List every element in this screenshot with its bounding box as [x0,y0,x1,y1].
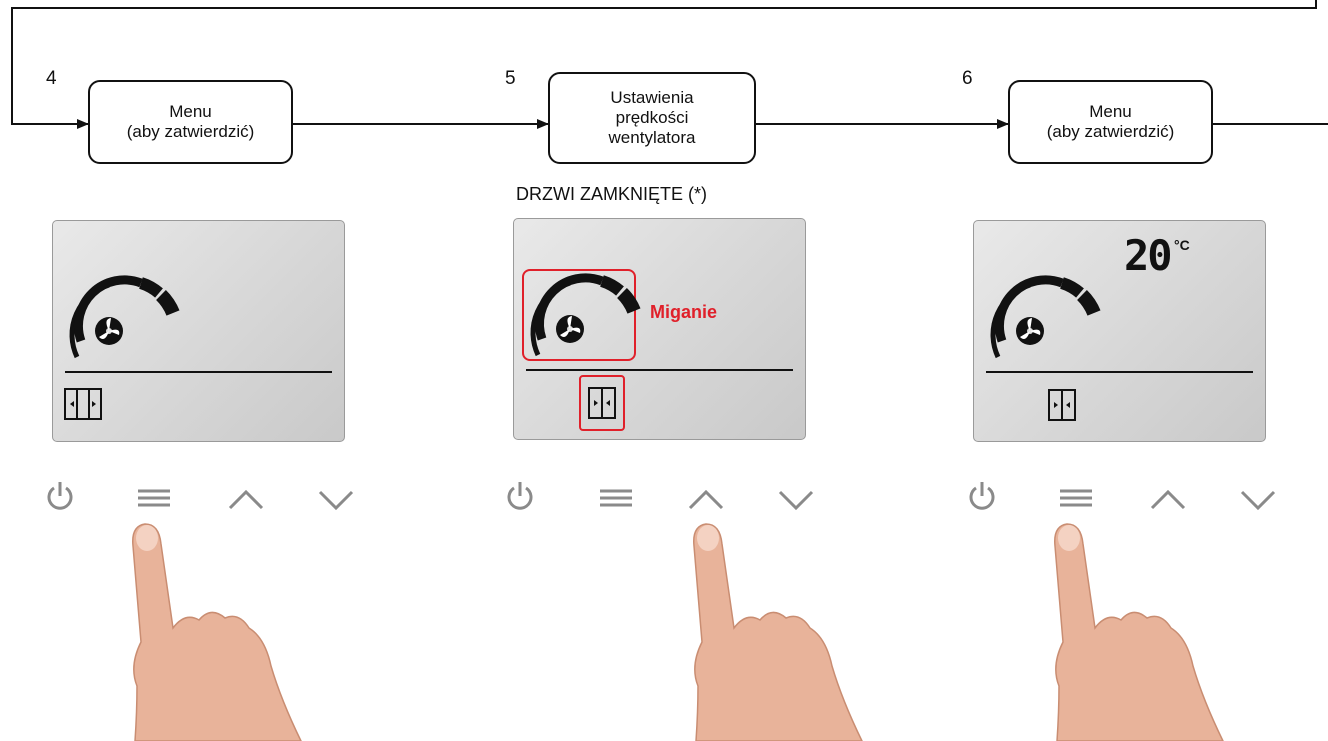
fan-icon [69,275,180,359]
temperature-value: 20 [1124,231,1173,280]
power-icon[interactable] [969,482,995,510]
step-box-menu-confirm: Menu (aby zatwierdzić) [1008,80,1213,164]
step-number: 6 [962,68,973,89]
step-number: 4 [46,68,57,89]
door-icon [64,388,102,420]
lcd-display: 20 °C [973,220,1266,442]
door-highlight [579,375,625,431]
door-closed-caption: DRZWI ZAMKNIĘTE (*) [516,184,707,204]
blink-label: Miganie [650,302,718,322]
door-icon [588,387,616,419]
finger-icon [693,523,863,741]
chevron-up-icon[interactable] [688,489,724,510]
temperature-unit: °C [1174,237,1190,253]
lcd-display [52,220,345,442]
lcd-divider [526,369,793,371]
power-icon[interactable] [47,482,73,510]
menu-icon[interactable] [138,489,170,507]
chevron-down-icon[interactable] [318,490,354,511]
lcd-display: Miganie [513,218,806,440]
chevron-up-icon[interactable] [228,489,264,510]
chevron-down-icon[interactable] [778,490,814,511]
lcd-divider [65,371,332,373]
top-loop-line [11,0,1317,129]
menu-icon[interactable] [1060,489,1092,507]
button-row [507,482,814,511]
chevron-up-icon[interactable] [1150,489,1186,510]
fan-icon [530,273,641,357]
finger-icon [1054,523,1224,741]
chevron-down-icon[interactable] [1240,490,1276,511]
step-box-fan-speed: Ustawienia prędkości wentylatora [548,72,756,164]
step-number: 5 [505,68,516,89]
step-box-menu-confirm: Menu (aby zatwierdzić) [88,80,293,164]
button-row [47,482,354,511]
fan-icon [990,275,1101,359]
menu-icon[interactable] [600,489,632,507]
power-icon[interactable] [507,482,533,510]
door-icon [1048,389,1076,421]
fan-highlight [522,269,636,361]
lcd-divider [986,371,1253,373]
finger-icon [132,523,302,741]
button-row [969,482,1276,511]
